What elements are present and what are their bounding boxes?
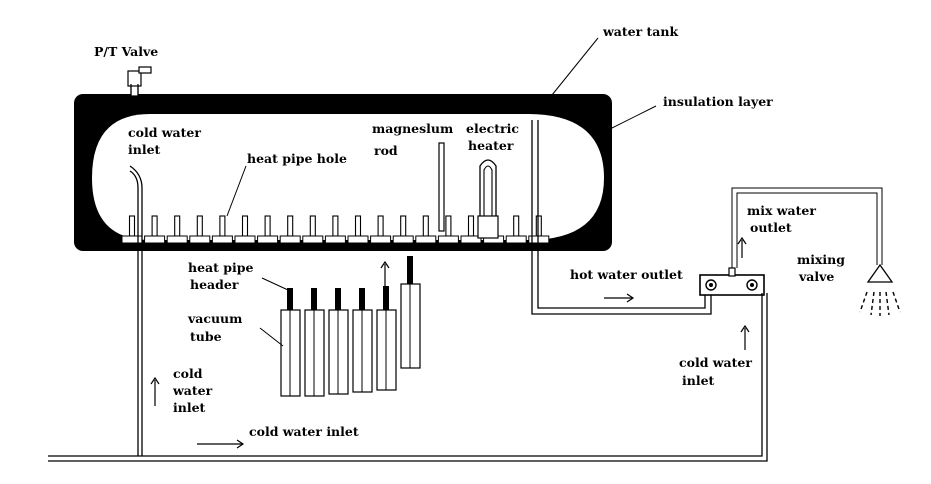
- mix-water-outlet-label: mix water: [747, 203, 816, 218]
- heat-pipe-hole-base: [347, 235, 369, 244]
- arrow-up-icon: [380, 260, 390, 286]
- heat-pipe-hole: [354, 215, 362, 237]
- heat-pipe-hole: [535, 215, 542, 237]
- heat-pipe-hole-base: [415, 235, 437, 244]
- vacuum-tube: [280, 288, 301, 397]
- arrow-up-icon: [740, 324, 750, 350]
- arrow-right-icon: [604, 293, 635, 303]
- vacuum-tube: [376, 286, 397, 391]
- heat-pipe-hole-base: [460, 235, 482, 244]
- cold-water-inlet-tank-label-2: inlet: [128, 142, 161, 157]
- mixing-valve: [699, 267, 765, 296]
- heat-pipe-hole-label: heat pipe hole: [247, 151, 347, 166]
- pt-valve: [127, 66, 152, 114]
- pt-valve-label: P/T Valve: [94, 44, 158, 59]
- mix-water-line: [731, 187, 883, 268]
- heat-pipe-hole-base: [257, 235, 279, 244]
- heat-pipe-hole: [467, 215, 475, 237]
- heat-pipe-header-label-2: header: [190, 277, 239, 292]
- heat-pipe-hole-base: [279, 235, 301, 244]
- insulation-layer-label: insulation layer: [663, 94, 773, 109]
- hot-water-outlet-pipe: [531, 120, 712, 315]
- heat-pipe-hole: [377, 215, 384, 237]
- mixing-valve-label-2: valve: [798, 269, 834, 284]
- heat-pipe-hole-base: [505, 235, 527, 244]
- vacuum-tube: [304, 288, 325, 397]
- cold-water-inlet-left-label-3: inlet: [173, 400, 206, 415]
- heat-pipe-hole-base: [211, 235, 233, 244]
- leader-lines: [226, 37, 657, 347]
- tank-interior: [92, 114, 604, 240]
- heat-pipe-header-label: heat pipe: [188, 260, 253, 275]
- hot-water-outlet-label: hot water outlet: [570, 267, 683, 282]
- heat-pipe-hole: [128, 215, 136, 237]
- water-tank-label: water tank: [602, 24, 678, 39]
- heat-pipe-hole: [151, 215, 158, 237]
- heat-pipe-hole-base: [324, 235, 346, 244]
- heat-pipe-hole-base: [528, 235, 550, 244]
- electric-heater-label-2: heater: [468, 138, 514, 153]
- magnesium-rod: [438, 142, 445, 232]
- cold-water-inlet-tank-label: cold water: [128, 125, 201, 140]
- vacuum-tubes: [280, 256, 421, 397]
- heat-pipe-hole: [264, 215, 271, 237]
- heat-pipe-hole-base: [121, 235, 143, 244]
- vacuum-tube: [400, 256, 421, 369]
- mixing-valve-label: mixing: [797, 252, 845, 267]
- heat-pipe-hole: [287, 215, 294, 237]
- heat-pipe-hole: [445, 215, 452, 237]
- cold-water-supply-pipe: [48, 293, 768, 462]
- arrow-right-icon: [197, 439, 245, 449]
- vacuum-tube: [328, 288, 349, 395]
- flow-arrows: [150, 236, 750, 449]
- heat-pipe-hole: [422, 215, 429, 237]
- water-tank: [74, 94, 612, 251]
- cold-water-inlet-bottom-label: cold water inlet: [249, 424, 359, 439]
- heat-pipe-hole: [309, 215, 316, 237]
- heat-pipe-hole: [196, 215, 203, 237]
- heat-pipe-hole-base: [370, 235, 392, 244]
- shower-head: [859, 263, 901, 316]
- heat-pipe-hole-base: [302, 235, 324, 244]
- electric-heater-label: electric: [466, 121, 519, 136]
- heat-pipe-hole: [241, 215, 249, 237]
- heat-pipe-hole-base: [392, 235, 414, 244]
- labels: P/T Valve water tank insulation layer co…: [94, 24, 845, 439]
- mix-water-outlet-label-2: outlet: [750, 220, 792, 235]
- cold-water-inlet-left-label-2: water: [172, 383, 213, 398]
- heat-pipe-hole-base: [144, 235, 166, 244]
- heat-pipe-holes: [121, 215, 550, 244]
- electric-heater: [477, 159, 499, 239]
- heat-pipe-hole: [332, 215, 339, 237]
- magnesium-rod-label: magneslum: [372, 121, 453, 136]
- heat-pipe-hole-base: [166, 235, 188, 244]
- cold-water-inlet-left-label: cold: [173, 366, 203, 381]
- heat-pipe-hole: [219, 215, 226, 237]
- cold-water-inlet-right-label-2: inlet: [682, 373, 715, 388]
- heat-pipe-hole-base: [189, 235, 211, 244]
- heat-pipe-hole: [513, 215, 520, 237]
- heat-pipe-hole-base: [437, 235, 459, 244]
- heat-pipe-hole-base: [234, 235, 256, 244]
- heat-pipe-hole: [174, 215, 181, 237]
- cold-water-inlet-pipe: [129, 165, 143, 456]
- vacuum-tube: [352, 288, 373, 393]
- magnesium-rod-label-2: rod: [374, 143, 398, 158]
- vacuum-tube-label-2: tube: [190, 329, 222, 344]
- heat-pipe-hole: [400, 215, 407, 237]
- cold-water-inlet-right-label: cold water: [679, 355, 752, 370]
- arrow-up-icon: [737, 236, 747, 258]
- arrow-up-icon: [150, 376, 160, 406]
- vacuum-tube-label: vacuum: [187, 311, 242, 326]
